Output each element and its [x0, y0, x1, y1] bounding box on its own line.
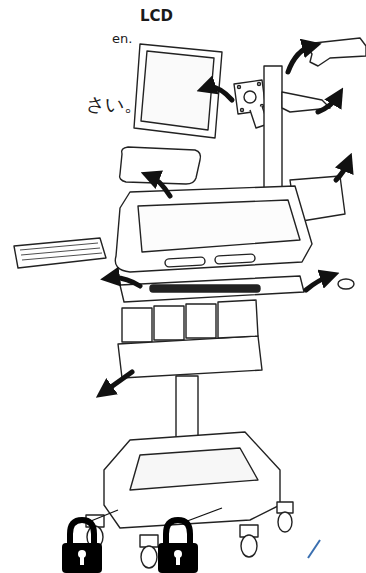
page-mark: [308, 540, 320, 558]
mouse: [338, 279, 354, 289]
scanner: [305, 38, 366, 66]
base: [104, 432, 280, 528]
keyboard-tray: [120, 276, 304, 302]
drawer: [154, 306, 184, 340]
large-drawer: [118, 336, 262, 378]
part-label: LCD: [140, 8, 173, 25]
drawer: [186, 304, 216, 338]
cut-off-text: en.: [112, 32, 132, 46]
cut-off-text: さい。: [86, 94, 143, 115]
monitor: [134, 44, 222, 138]
padlock: [62, 520, 102, 573]
keyboard: [14, 238, 106, 268]
pad: [120, 147, 201, 184]
drawer: [122, 308, 152, 342]
lock-leaders: [86, 508, 222, 523]
caster: [277, 502, 293, 532]
work-surface: [115, 186, 312, 272]
caster: [240, 525, 258, 557]
padlock: [158, 520, 198, 573]
caster: [140, 535, 158, 568]
